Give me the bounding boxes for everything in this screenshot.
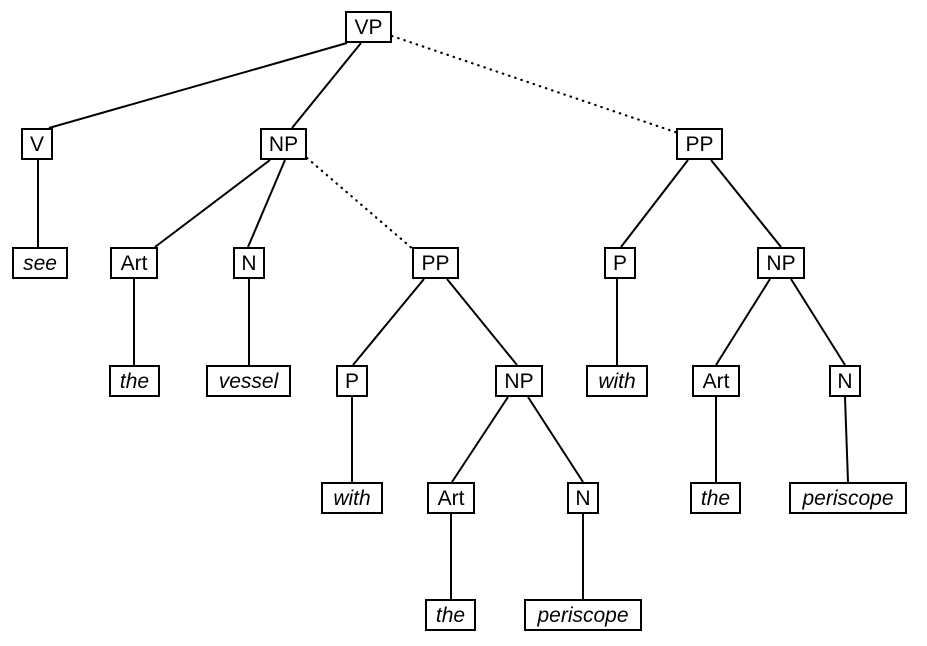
- tree-edge-solid: [446, 278, 518, 366]
- tree-node-periscope-right: periscope: [789, 482, 907, 514]
- tree-node-periscope-mid: periscope: [524, 599, 642, 631]
- tree-edge-solid: [247, 159, 286, 248]
- tree-node-np1: NP: [260, 128, 307, 160]
- tree-node-n-mid: N: [567, 482, 599, 514]
- tree-edge-solid: [527, 396, 584, 483]
- tree-node-pp-right: PP: [676, 128, 723, 160]
- tree-edge-solid: [291, 42, 362, 129]
- tree-edge-solid: [352, 278, 425, 366]
- tree-edge-solid: [48, 42, 348, 129]
- tree-node-the1: the: [109, 365, 160, 397]
- tree-edge-solid: [154, 159, 271, 248]
- tree-node-art-right: Art: [692, 365, 740, 397]
- tree-node-n-right: N: [829, 365, 861, 397]
- tree-edge-solid: [710, 159, 782, 248]
- tree-node-v: V: [21, 128, 53, 160]
- tree-node-p-right: P: [604, 247, 636, 279]
- tree-node-art1: Art: [110, 247, 158, 279]
- tree-edge-solid: [715, 278, 771, 366]
- tree-node-with-right: with: [586, 365, 648, 397]
- tree-edge-solid: [844, 396, 849, 483]
- tree-node-see: see: [12, 247, 68, 279]
- tree-node-p-mid: P: [336, 365, 368, 397]
- tree-node-vessel: vessel: [206, 365, 291, 397]
- tree-edge-solid: [451, 396, 509, 483]
- tree-node-art-mid: Art: [427, 482, 475, 514]
- tree-node-pp-mid: PP: [412, 247, 459, 279]
- tree-node-the-right: the: [690, 482, 741, 514]
- tree-node-the-mid: the: [425, 599, 476, 631]
- tree-edge-solid: [620, 159, 689, 248]
- tree-node-np-mid: NP: [495, 365, 543, 397]
- tree-edge-dotted: [390, 34, 680, 135]
- tree-node-vp: VP: [345, 11, 392, 43]
- tree-node-np-right: NP: [757, 247, 805, 279]
- tree-node-n1: N: [233, 247, 265, 279]
- tree-edge-dotted: [305, 156, 416, 252]
- tree-edge-solid: [790, 278, 846, 366]
- tree-node-with-mid: with: [321, 482, 383, 514]
